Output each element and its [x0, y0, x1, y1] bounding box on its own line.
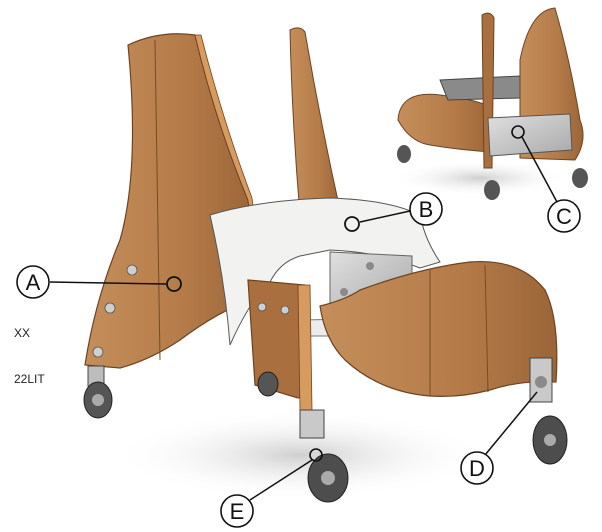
- inset-caster: [572, 168, 588, 188]
- back-fin-panel: [289, 27, 341, 216]
- callout-bubble-e: [220, 494, 254, 528]
- callout-bubble-c: [547, 199, 581, 233]
- callout-leader-b: [359, 210, 411, 223]
- callout-label-b: B: [419, 197, 434, 222]
- callout-target-e: [309, 448, 323, 462]
- inset-seat: [439, 75, 521, 101]
- callout-target-b: [344, 216, 360, 232]
- callout-label-e: E: [230, 499, 245, 524]
- left-panel-seam: [154, 39, 161, 361]
- callout-bubble-a: [16, 265, 50, 299]
- callout-label-d: D: [469, 456, 485, 481]
- callout-bubble-b: [409, 192, 443, 226]
- callout-leader-a: [49, 281, 167, 285]
- caster-right-d: [529, 357, 568, 465]
- screw: [92, 346, 104, 358]
- callout-leader-d: [484, 391, 538, 456]
- inset-caster: [397, 145, 411, 163]
- inset-metal-bracket: [487, 113, 573, 157]
- side-note-22lit: 22LIT: [14, 372, 45, 386]
- floor-shadow-small: [390, 160, 570, 196]
- inset-caster: [484, 180, 500, 200]
- callout-target-a: [166, 276, 182, 292]
- inset-view: [397, 7, 588, 200]
- callout-label-c: C: [556, 204, 572, 229]
- floor-shadow: [110, 410, 490, 500]
- screw: [257, 302, 267, 312]
- callout-leader-c: [521, 136, 558, 203]
- caster-left-back: [257, 371, 279, 397]
- callout-target-c: [511, 125, 525, 139]
- inset-left-wing: [397, 93, 493, 153]
- screw: [104, 302, 116, 314]
- screw: [126, 264, 138, 276]
- bracket-bolt: [366, 262, 374, 270]
- side-note-xx: XX: [14, 326, 31, 340]
- caster-front-e: [299, 409, 349, 503]
- front-leg-strip: [297, 284, 313, 411]
- right-panel-seam: [484, 264, 489, 393]
- callout-label-a: A: [26, 270, 41, 295]
- callout-bubble-d: [460, 451, 494, 485]
- right-side-panel: [319, 260, 558, 397]
- bracket-bolt: [340, 288, 348, 296]
- screw: [280, 305, 290, 315]
- caster-left-front: [83, 365, 113, 419]
- callout-leader-e: [249, 459, 313, 501]
